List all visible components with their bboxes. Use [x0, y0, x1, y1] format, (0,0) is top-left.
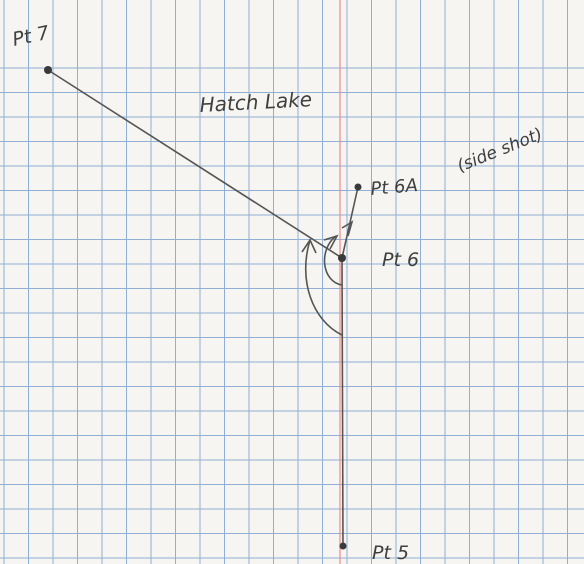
station-points [44, 66, 362, 550]
title-hatch-lake: Hatch Lake [199, 87, 313, 117]
label-pt6: Pt 6 [382, 249, 419, 271]
point-pt6a [354, 183, 362, 191]
line-pt6-to-pt5 [341, 257, 344, 547]
point-pt7 [44, 66, 52, 74]
line-pt7-to-pt6 [47, 69, 343, 259]
label-pt5: Pt 5 [372, 542, 409, 564]
angle-arc-outer [304, 239, 343, 336]
traverse-lines [47, 69, 359, 547]
point-pt6 [338, 254, 346, 262]
arrowhead-inner [323, 234, 339, 250]
arrowhead-pt6a [341, 220, 354, 237]
label-pt6a: Pt 6A [370, 175, 419, 200]
arrowhead-outer [301, 238, 317, 254]
angle-arc-inner [323, 235, 343, 286]
point-pt5 [339, 542, 347, 550]
